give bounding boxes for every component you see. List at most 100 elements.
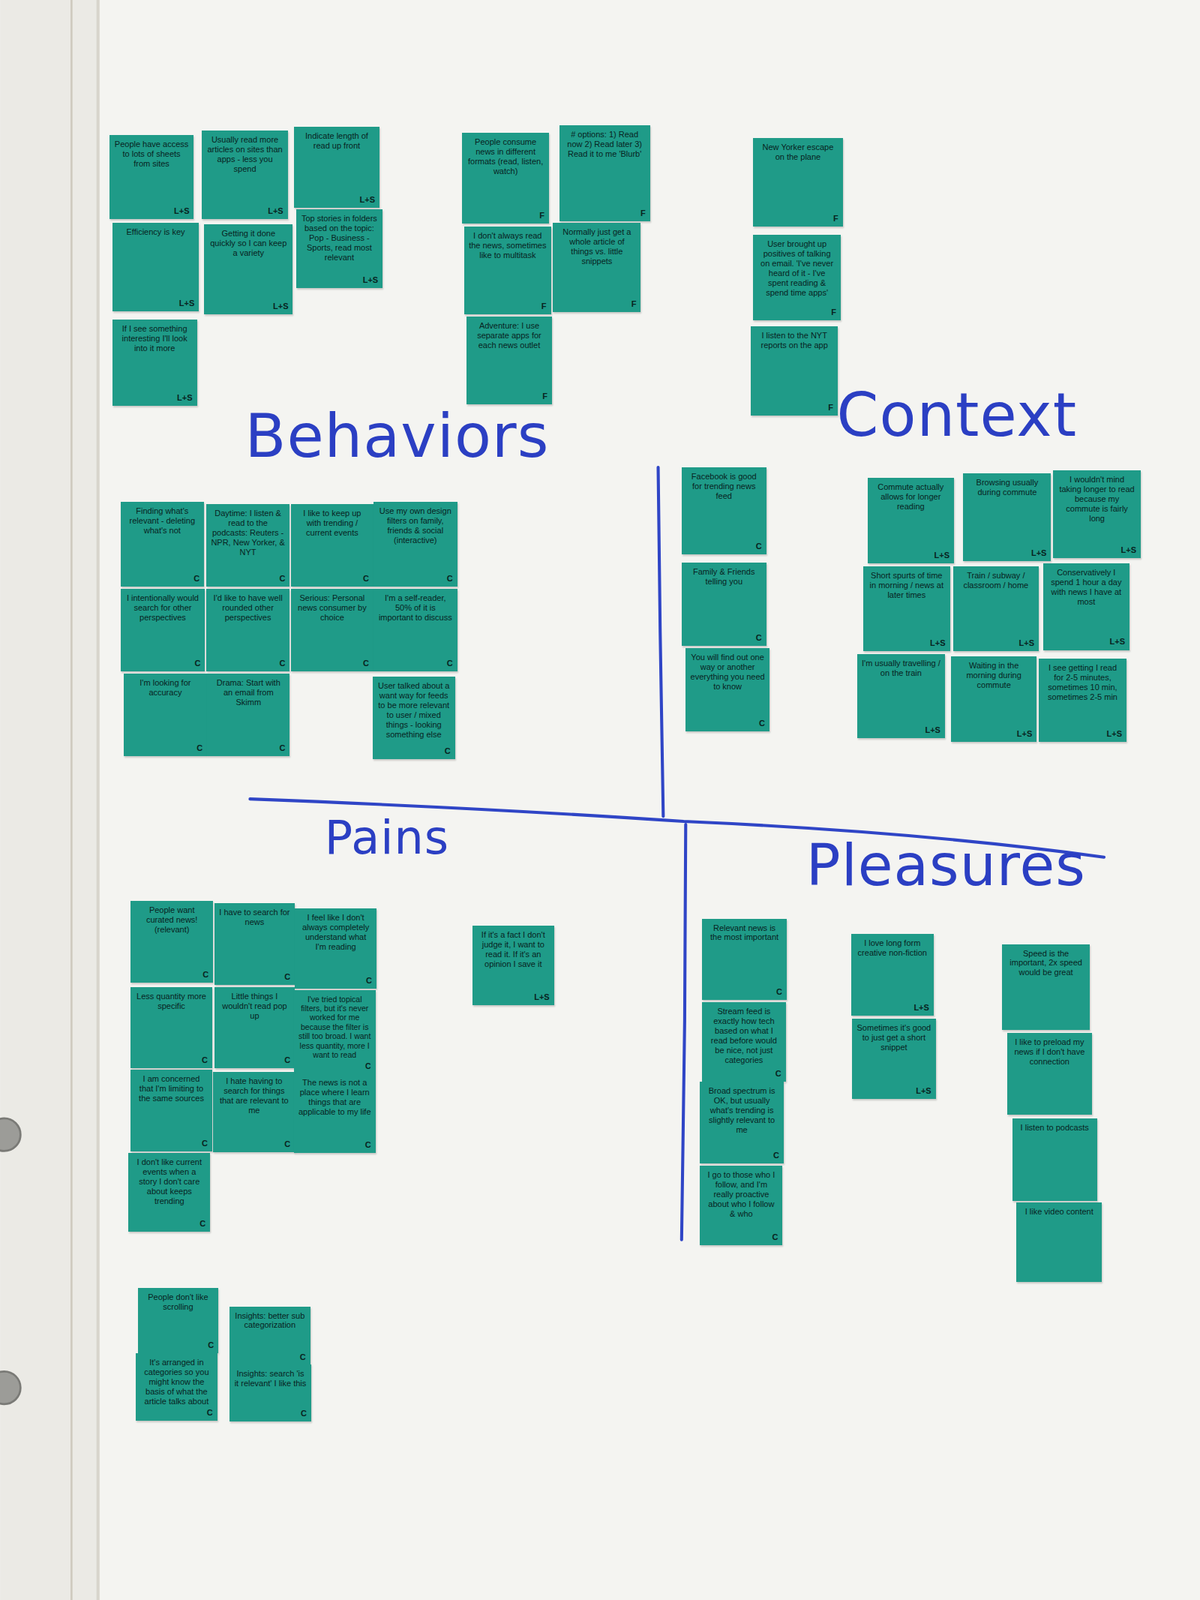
note-text: I don't always read the news, sometimes …	[468, 231, 547, 261]
note-initials: L+S	[872, 550, 951, 561]
note-initials: F	[466, 210, 545, 221]
note-initials: C	[298, 1140, 372, 1150]
sticky-note: I hate having to search for things that …	[213, 1071, 295, 1153]
note-initials: F	[564, 208, 646, 219]
note-text: Facebook is good for trending news feed	[686, 471, 762, 501]
sticky-note: Daytime: I listen & read to the podcasts…	[206, 504, 291, 587]
note-initials: C	[219, 1055, 291, 1065]
note-text: Use my own design filters on family, fri…	[378, 506, 453, 546]
note-text: People want curated news! (relevant)	[135, 905, 209, 935]
note-initials: F	[755, 402, 834, 413]
note-text: I've tried topical filters, but it's nev…	[298, 994, 372, 1060]
sticky-note: I go to those who I follow, and I'm real…	[699, 1165, 783, 1245]
sticky-note: I am concerned that I'm limiting to the …	[130, 1069, 213, 1152]
note-initials: F	[471, 391, 548, 402]
note-initials: L+S	[867, 638, 946, 648]
sticky-note: Commute actually allows for longer readi…	[867, 477, 955, 564]
note-text: I see getting I read for 2-5 minutes, so…	[1043, 663, 1122, 702]
quadrant-heading: Pains	[324, 814, 450, 861]
note-initials: F	[757, 213, 839, 224]
sticky-note: People have access to lots of sheets fro…	[109, 135, 195, 220]
note-initials: C	[704, 1232, 778, 1242]
note-text: Top stories in folders based on the topi…	[300, 213, 379, 263]
note-initials: C	[298, 1061, 372, 1071]
note-initials: L+S	[957, 638, 1035, 648]
note-initials: C	[135, 969, 209, 980]
note-text: I like video content	[1020, 1206, 1098, 1217]
note-initials: C	[142, 1340, 215, 1350]
note-initials: F	[468, 301, 547, 312]
note-initials: L+S	[955, 729, 1032, 739]
note-initials: C	[135, 1138, 208, 1149]
note-initials: C	[217, 1139, 291, 1149]
sticky-note: I don't like current events when a story…	[128, 1152, 210, 1232]
sticky-note: I listen to the NYT reports on the appF	[750, 326, 838, 415]
sticky-note: Less quantity more specificC	[130, 987, 213, 1069]
sticky-note: I intentionally would search for other p…	[120, 588, 206, 672]
quadrant-heading: Context	[837, 385, 1077, 446]
note-text: User talked about a want way for feeds t…	[377, 681, 451, 740]
quadrant-heading: Pleasures	[806, 837, 1086, 894]
note-initials: L+S	[114, 206, 190, 216]
note-text: I'm looking for accuracy	[128, 678, 204, 698]
quadrant-line	[681, 824, 686, 1240]
note-initials: C	[210, 573, 286, 584]
sticky-note: People don't like scrollingC	[138, 1287, 219, 1353]
sticky-note: Insights: better sub categorizationC	[229, 1306, 311, 1366]
note-initials: C	[125, 658, 201, 669]
note-initials: C	[210, 658, 286, 669]
sticky-note: Drama: Start with an email from SkimmC	[207, 673, 290, 756]
note-text: Speed is the important, 2x speed would b…	[1006, 948, 1086, 978]
note-text: Getting it done quickly so I can keep a …	[208, 228, 288, 258]
note-text: I'm a self-reader, 50% of it is importan…	[378, 593, 453, 623]
note-initials: C	[686, 633, 762, 643]
note-initials: L+S	[477, 992, 550, 1002]
sticky-note: Indicate length of read up frontL+S	[294, 126, 380, 209]
note-text: I listen to the NYT reports on the app	[755, 330, 834, 351]
sticky-note: I wouldn't mind taking longer to read be…	[1053, 470, 1141, 558]
sticky-note: Waiting in the morning during commuteL+S	[951, 656, 1037, 742]
sticky-note: I listen to podcasts	[1012, 1118, 1098, 1201]
note-initials: C	[132, 1218, 206, 1229]
note-text: Stream feed is exactly how tech based on…	[706, 1006, 782, 1065]
sticky-note: Serious: Personal news consumer by choic…	[291, 588, 374, 672]
note-initials: C	[299, 975, 372, 986]
sticky-note: I like to keep up with trending / curren…	[291, 504, 374, 587]
sticky-note: I feel like I don't always completely un…	[294, 908, 377, 990]
note-text: People consume news in different formats…	[466, 137, 545, 177]
note-initials: C	[234, 1352, 306, 1362]
sticky-note: # options: 1) Read now 2) Read later 3) …	[559, 125, 651, 222]
note-initials: L+S	[208, 301, 288, 312]
sticky-note: Speed is the important, 2x speed would b…	[1002, 944, 1090, 1030]
note-text: I like to keep up with trending / curren…	[295, 508, 369, 538]
note-initials: C	[128, 743, 204, 753]
sticky-note: If I see something interesting I'll look…	[112, 319, 198, 407]
note-initials: C	[219, 972, 291, 982]
frame-edge	[96, 0, 100, 1600]
note-initials: F	[757, 307, 837, 318]
sticky-note: I have to search for newsC	[214, 903, 296, 985]
note-initials: L+S	[117, 298, 195, 309]
quadrant-line	[658, 467, 664, 816]
note-text: Daytime: I listen & read to the podcasts…	[210, 508, 286, 558]
note-text: Waiting in the morning during commute	[955, 660, 1032, 690]
note-text: I like to preload my news if I don't hav…	[1011, 1037, 1088, 1067]
note-text: Insights: better sub categorization	[234, 1311, 306, 1331]
note-text: Insights: search 'is it relevant' I like…	[234, 1368, 307, 1389]
sticky-note: Usually read more articles on sites than…	[201, 130, 288, 219]
note-text: If I see something interesting I'll look…	[117, 324, 193, 354]
sticky-note: Family & Friends telling youC	[681, 562, 767, 647]
note-initials: L+S	[856, 1086, 932, 1096]
note-text: Usually read more articles on sites than…	[206, 135, 283, 174]
frame-edge	[70, 0, 73, 1600]
note-text: Train / subway / classroom / home	[957, 570, 1035, 591]
sticky-note: The news is not a place where I learn th…	[294, 1073, 376, 1153]
note-text: I intentionally would search for other p…	[125, 593, 201, 623]
sticky-note: You will find out one way or another eve…	[685, 648, 770, 732]
sticky-note: Conservatively I spend 1 hour a day with…	[1043, 563, 1131, 651]
sticky-note: Stream feed is exactly how tech based on…	[702, 1002, 786, 1082]
door-frame	[0, 0, 99, 1600]
sticky-note: I'm a self-reader, 50% of it is importan…	[373, 588, 458, 672]
sticky-note: It's arranged in categories so you might…	[135, 1353, 218, 1421]
note-initials: L+S	[298, 195, 375, 205]
